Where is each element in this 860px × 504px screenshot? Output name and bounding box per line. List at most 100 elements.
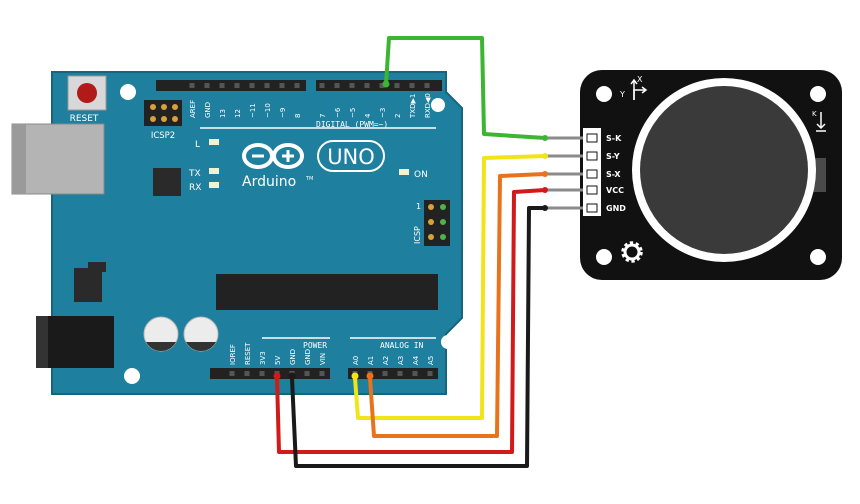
axis-x-label: X [637,75,643,84]
mounting-hole [810,86,826,102]
usb-chip [153,168,181,196]
top-pin-label: 12 [234,109,242,118]
reset-button-cap [77,83,97,103]
header-socket [234,83,240,88]
gear-icon [621,241,643,263]
icsp-label: ICSP [413,226,422,244]
mounting-hole [431,98,445,112]
power-pin-label: 3V3 [259,351,267,365]
header-socket [279,83,285,88]
mounting-hole [120,84,136,100]
wires [273,36,583,468]
board-body [51,71,463,395]
capacitor [143,316,179,352]
switch-wire [384,36,546,140]
mounting-hole [596,86,612,102]
analog-pin-label: A2 [382,356,390,365]
top-pin-label: AREF [189,100,197,118]
top-pin-label: ~9 [279,108,287,118]
analog-pin-label: A1 [367,356,375,365]
header-socket [397,371,403,376]
usb-connector-edge [12,124,26,194]
power-pin-label: IOREF [229,344,237,365]
usb-connector [11,123,105,195]
header-socket [219,83,225,88]
top-pin-label: 4 [364,113,372,118]
trademark-label: TM [305,176,313,182]
led-tx-label: TX [188,169,201,179]
power-pin-label: GND [289,349,297,365]
top-pin-label: ~3 [379,108,387,118]
digital-label: DIGITAL (PWM=~) [316,120,388,129]
top-pin-label: ~5 [349,108,357,118]
led-on-label: ON [414,170,428,180]
header-socket [379,83,385,88]
header-socket [319,83,325,88]
top-pin-label: TXD▶1 [409,94,417,119]
mounting-hole [441,335,455,349]
mounting-hole [596,249,612,265]
joystick-pin [586,151,598,161]
logo-plus-v [286,150,290,162]
arduino-infinity-logo [242,143,304,169]
top-header-left [156,80,306,91]
top-pin-label: 13 [219,109,227,118]
header-socket [334,83,340,88]
module-connector-leads [545,136,583,210]
analog-label: ANALOG IN [380,341,424,350]
vcc-wire [275,188,546,454]
joystick-pin [586,185,598,195]
capacitor [183,316,219,352]
joystick-pin-label: VCC [606,186,624,195]
led-l-label: L [195,140,200,150]
header-socket [394,83,400,88]
voltage-regulator [74,268,102,302]
header-socket [264,83,270,88]
atmega-chip [216,274,438,310]
led-rx-label: RX [189,183,201,193]
top-pin-label: 8 [294,114,302,118]
header-socket [364,83,370,88]
logo-minus [252,154,264,158]
wire-endpoints [273,80,548,380]
icsp-header [424,200,450,246]
power-pin-label: VIN [319,353,327,365]
top-pin-label: ~6 [334,107,342,118]
led-rx [209,182,219,188]
header-socket [319,371,325,376]
power-label: POWER [303,341,327,350]
x-axis-wire [368,172,546,438]
k-arrow-icon [816,112,826,132]
header-socket [244,371,250,376]
icsp2-header [144,100,182,126]
icsp-pin1-label: 1 [416,202,421,211]
header-socket [304,371,310,376]
joystick-pin-label: S-K [606,134,622,143]
header-socket [189,83,195,88]
top-pin-label: ~11 [249,103,257,118]
brand-label: Arduino [242,174,296,190]
y-axis-wire [353,154,546,420]
joystick-pin-label: S-Y [606,152,620,161]
header-socket [249,83,255,88]
top-header-right [316,80,442,91]
axis-k-label: K [812,110,817,118]
header-socket [382,371,388,376]
mounting-hole [810,249,826,265]
power-jack [36,316,114,368]
joystick-pin-label: S-X [606,170,621,179]
joystick-pin [586,133,598,143]
axis-y-label: Y [619,90,625,99]
joystick-pin-label: GND [606,204,626,213]
top-pin-label: RXD◀0 [424,93,432,118]
header-socket [204,83,210,88]
joystick-pin-labels: S-K S-Y S-X VCC GND [586,133,626,213]
reset-label: RESET [70,114,99,124]
led-on [399,169,409,175]
header-socket [349,83,355,88]
top-pin-label: 2 [394,114,402,118]
